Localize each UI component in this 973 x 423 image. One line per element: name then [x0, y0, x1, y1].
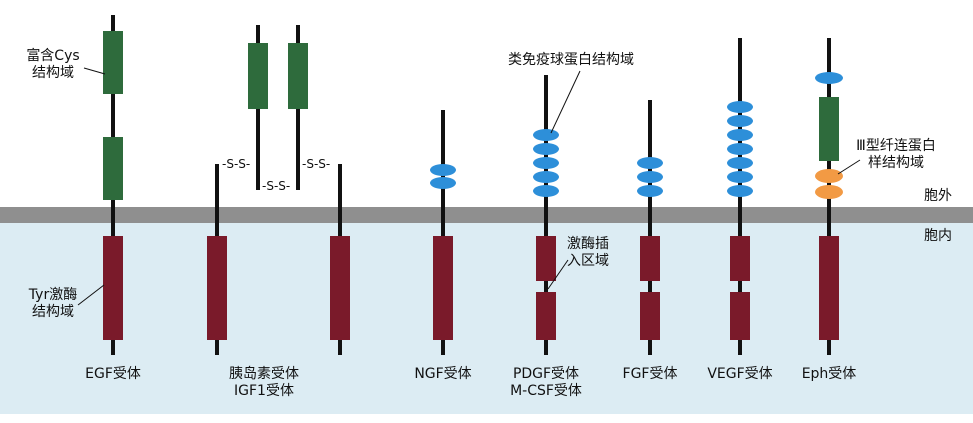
kinase-insert-label-line1: 激酶插	[567, 236, 609, 252]
eph-receptor-label: Eph受体	[801, 366, 857, 382]
insulin-receptor-label-line2: IGF1受体	[234, 383, 294, 399]
ig-domain	[727, 157, 753, 169]
tyr-kinase-domain	[103, 236, 123, 340]
cell-membrane	[0, 207, 973, 223]
kinase-insert-label: 激酶插 入区域	[562, 236, 614, 270]
fn3-domain	[815, 185, 843, 199]
tyr-kinase-domain	[819, 236, 839, 340]
pdgf-receptor-label-line1: PDGF受体	[512, 366, 580, 382]
cys-leader-line	[83, 67, 106, 75]
tyr-kinase-label-line1: Tyr激酶	[28, 287, 78, 303]
vegf-receptor	[727, 38, 753, 355]
tyr-kinase-domain	[536, 236, 556, 281]
egf-receptor	[103, 15, 123, 355]
vegf-receptor-label: VEGF受体	[707, 366, 773, 382]
ig-domain	[727, 115, 753, 127]
insert-leader-line	[547, 259, 569, 290]
leader-lines	[77, 67, 861, 306]
fn3-domain-label-line1: Ⅲ型纤连蛋白	[856, 138, 936, 154]
ig-domain	[727, 129, 753, 141]
ig-domain	[815, 72, 843, 84]
ig-domain	[430, 177, 456, 189]
cys-rich-domain	[103, 31, 123, 94]
fn3-domain-label: Ⅲ型纤连蛋白 样结构域	[846, 138, 946, 172]
cys-rich-domain	[103, 137, 123, 200]
pdgf-receptor	[533, 75, 559, 355]
pdgf-receptor-label: PDGF受体 M-CSF受体	[496, 366, 596, 400]
ig-domain-label: 类免疫球蛋白结构域	[508, 52, 634, 68]
egf-receptor-label: EGF受体	[85, 366, 141, 382]
disulfide-label: -S-S-	[262, 179, 291, 193]
ig-domain	[430, 164, 456, 176]
tyr-kinase-domain	[640, 292, 660, 340]
ig-domain	[727, 171, 753, 183]
kinase-insert-label-line2: 入区域	[567, 253, 609, 269]
fn3-leader-line	[837, 159, 861, 175]
extracellular-label: 胞外	[924, 188, 952, 204]
ig-leader-line	[550, 70, 581, 134]
ig-domain	[727, 101, 753, 113]
ig-domain	[533, 129, 559, 141]
ig-domain	[533, 157, 559, 169]
ngf-receptor	[430, 110, 456, 355]
fgf-receptor-label: FGF受体	[622, 366, 678, 382]
tyr-kinase-label: Tyr激酶 结构域	[18, 287, 88, 321]
tyr-kinase-domain	[730, 292, 750, 340]
cys-rich-domain	[819, 97, 839, 161]
ig-domain	[637, 157, 663, 169]
intracellular-region	[0, 222, 973, 414]
fn3-domain	[815, 169, 843, 183]
tyr-kinase-domain	[330, 236, 350, 340]
ig-domain	[533, 185, 559, 197]
ig-domain	[727, 143, 753, 155]
tyr-kinase-domain	[433, 236, 453, 340]
tyr-kinase-domain	[536, 292, 556, 340]
disulfide-label: -S-S-	[222, 157, 251, 171]
cys-domain-label-line1: 富含Cys	[26, 48, 80, 64]
insulin-receptor-label: 胰岛素受体 IGF1受体	[214, 366, 314, 400]
fn3-domain-label-line2: 样结构域	[868, 155, 924, 171]
cys-rich-domain	[288, 43, 308, 109]
fgf-receptor	[637, 100, 663, 355]
tyr-kinase-domain	[730, 236, 750, 281]
intracellular-label: 胞内	[924, 228, 952, 244]
ngf-receptor-label: NGF受体	[414, 366, 472, 382]
tyr-kinase-label-line2: 结构域	[32, 304, 74, 320]
ig-domain	[637, 185, 663, 197]
tyr-kinase-domain	[207, 236, 227, 340]
insulin-receptor-label-line1: 胰岛素受体	[229, 366, 299, 382]
tyr-kinase-domain	[640, 236, 660, 281]
bottom-white-band	[0, 414, 973, 423]
insulin-receptor	[207, 25, 350, 355]
tyr-leader-line	[77, 284, 105, 306]
cys-rich-domain	[248, 43, 268, 109]
pdgf-receptor-label-line2: M-CSF受体	[510, 383, 582, 399]
disulfide-label: -S-S-	[302, 157, 331, 171]
cys-domain-label: 富含Cys 结构域	[18, 48, 88, 82]
ig-domain	[727, 185, 753, 197]
ig-domain	[533, 171, 559, 183]
ig-domain	[637, 171, 663, 183]
cys-domain-label-line2: 结构域	[32, 65, 74, 81]
eph-receptor	[815, 38, 843, 355]
ig-domain	[533, 143, 559, 155]
